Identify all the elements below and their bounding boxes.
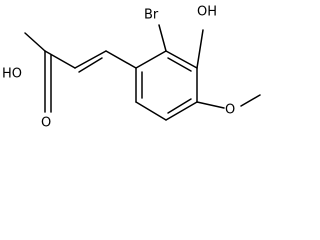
bromine-label: Br	[144, 8, 159, 23]
bond-c4-methoxy-oxygen	[196, 101, 225, 109]
bond-methoxy-oxygen-methyl	[240, 94, 261, 107]
bond-vinyl-carbonyl-carbon	[44, 50, 76, 69]
bond-ring-vinyl	[105, 50, 137, 69]
acid-hydroxyl-label: HO	[2, 67, 22, 82]
ring-double-bond-c4-c5	[167, 98, 192, 114]
bond-vinyl-double	[74, 50, 107, 69]
benzene-ring	[135, 50, 198, 121]
ring-bond-c5-c6	[135, 101, 167, 121]
bond-c3-hydroxyl	[196, 29, 204, 69]
ring-double-bond-c2-c3	[167, 57, 192, 72]
ring-bond-c2-c3	[165, 50, 198, 69]
hydroxyl-label: OH	[197, 5, 217, 20]
bond-vinyl-double-inner	[78, 57, 103, 73]
bond-c2-bromine	[158, 24, 167, 52]
carbonyl-oxygen-label: O	[41, 116, 51, 131]
ring-bond-c1-c2	[135, 50, 167, 69]
chemical-structure-diagram: Br OH HO O O	[2, 5, 261, 131]
methoxy-oxygen-label: O	[225, 103, 235, 118]
bond-carbon-acid-oxygen	[24, 32, 46, 52]
ring-bond-c4-c5	[165, 101, 198, 121]
